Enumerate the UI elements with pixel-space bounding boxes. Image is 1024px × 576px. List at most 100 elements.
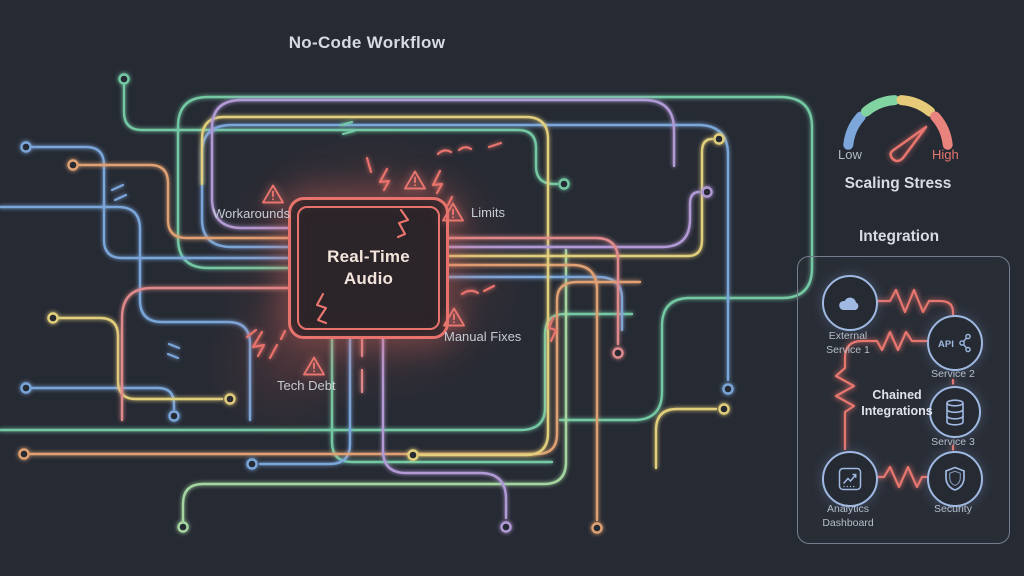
api-branch-icon: API	[938, 333, 971, 353]
wire-endpoint-dot	[47, 312, 59, 324]
gauge-needle	[889, 125, 928, 163]
crack-mark	[436, 149, 453, 156]
gauge-segment-mid-high	[896, 95, 936, 117]
wire	[77, 163, 290, 240]
wire-endpoint-dot	[224, 393, 236, 405]
wire	[176, 95, 814, 422]
gauge-segment-high	[930, 111, 953, 150]
wire	[181, 248, 568, 523]
integration-panel	[797, 256, 1010, 544]
crack-mark	[482, 284, 496, 293]
warning-icon	[441, 201, 465, 223]
wire	[200, 115, 550, 457]
wire-endpoint-dot	[177, 521, 189, 533]
wire-endpoint-dot	[701, 186, 713, 198]
gauge-segment-low	[843, 111, 866, 150]
crack-mark	[110, 183, 128, 202]
analytics-chart-icon	[838, 467, 862, 491]
crack-mark	[339, 120, 356, 136]
analytics-dashboard-node	[822, 451, 878, 507]
wire	[200, 123, 730, 382]
analytics-dashboard-label: Analytics Dashboard	[822, 503, 874, 529]
wire	[381, 331, 508, 520]
wire	[28, 280, 642, 456]
wire	[258, 331, 352, 466]
wire	[441, 190, 701, 249]
node-label-line2: Audio	[343, 269, 394, 288]
service-2-label: Service 2	[931, 368, 975, 380]
limits-label: Limits	[471, 205, 505, 220]
crack-mark	[487, 141, 503, 149]
wire	[441, 263, 599, 522]
warning-icon	[302, 355, 326, 377]
node-label-line1: Real-Time	[327, 246, 410, 266]
crack-mark	[547, 316, 558, 343]
wire	[122, 82, 559, 186]
crack-mark	[268, 343, 279, 360]
crack-mark	[460, 289, 480, 296]
node-inner-frame: Real-Time Audio	[297, 206, 440, 330]
crack-mark	[431, 169, 444, 195]
warning-icon	[261, 183, 285, 205]
wire	[120, 286, 290, 422]
service-3-label: Service 3	[931, 436, 975, 448]
warning-icon	[442, 306, 466, 328]
crack-mark	[166, 342, 181, 360]
crack-mark	[378, 167, 391, 192]
wire-endpoint-dot	[718, 403, 730, 415]
node-crack-bottom-left	[315, 292, 328, 325]
wire-endpoint-dot	[558, 178, 570, 190]
real-time-audio-node: Real-Time Audio	[288, 197, 449, 339]
gauge-low-label: Low	[838, 147, 862, 162]
wire	[30, 145, 290, 260]
integration-link	[872, 465, 929, 489]
integration-link	[834, 330, 929, 451]
wire-endpoint-dot	[18, 448, 30, 460]
security-label: Security	[934, 503, 972, 515]
wire-endpoint-dot	[407, 449, 419, 461]
integration-title: Integration	[858, 228, 940, 245]
crack-mark	[365, 156, 373, 174]
gauge-high-label: High	[932, 147, 959, 162]
wire	[30, 386, 176, 411]
node-crack-top-right	[396, 208, 410, 239]
crack-mark	[279, 329, 287, 341]
wire	[441, 275, 624, 332]
security-node	[927, 451, 983, 507]
wire-endpoint-dot	[20, 141, 32, 153]
external-service-1-node	[822, 275, 878, 331]
wire	[654, 407, 718, 470]
shield-icon	[945, 466, 965, 491]
wire	[0, 205, 252, 422]
wire-endpoint-dot	[20, 382, 32, 394]
svg-text:API: API	[938, 339, 954, 350]
service-3-node	[929, 386, 981, 438]
crack-mark	[251, 330, 266, 358]
wire-endpoint-dot	[500, 521, 512, 533]
crack-mark	[245, 328, 258, 339]
workarounds-label: Workarounds	[213, 206, 291, 221]
crack-mark	[446, 195, 454, 207]
manual-fixes-label: Manual Fixes	[444, 329, 522, 344]
chained-integrations-label: Chained Integrations	[861, 388, 933, 418]
page-title: No-Code Workflow	[288, 33, 446, 52]
wire	[441, 137, 714, 258]
cloud-icon	[839, 297, 859, 311]
wire-endpoint-dot	[713, 133, 725, 145]
integration-link	[871, 288, 955, 317]
wire	[210, 98, 676, 230]
gauge-segment-mid-low	[860, 95, 900, 117]
database-icon	[946, 399, 964, 426]
service-2-node: API	[927, 315, 983, 371]
crack-mark	[457, 146, 473, 152]
wire-endpoint-dot	[118, 73, 130, 85]
warning-icon	[403, 169, 427, 191]
scaling-stress-gauge	[843, 95, 953, 163]
tech-debt-label: Tech Debt	[277, 378, 336, 393]
external-service-1-label: External Service 1	[826, 330, 870, 356]
wire-endpoint-dot	[591, 522, 603, 534]
wire	[57, 316, 224, 401]
wire-endpoint-dot	[246, 458, 258, 470]
wire-endpoint-dot	[67, 159, 79, 171]
